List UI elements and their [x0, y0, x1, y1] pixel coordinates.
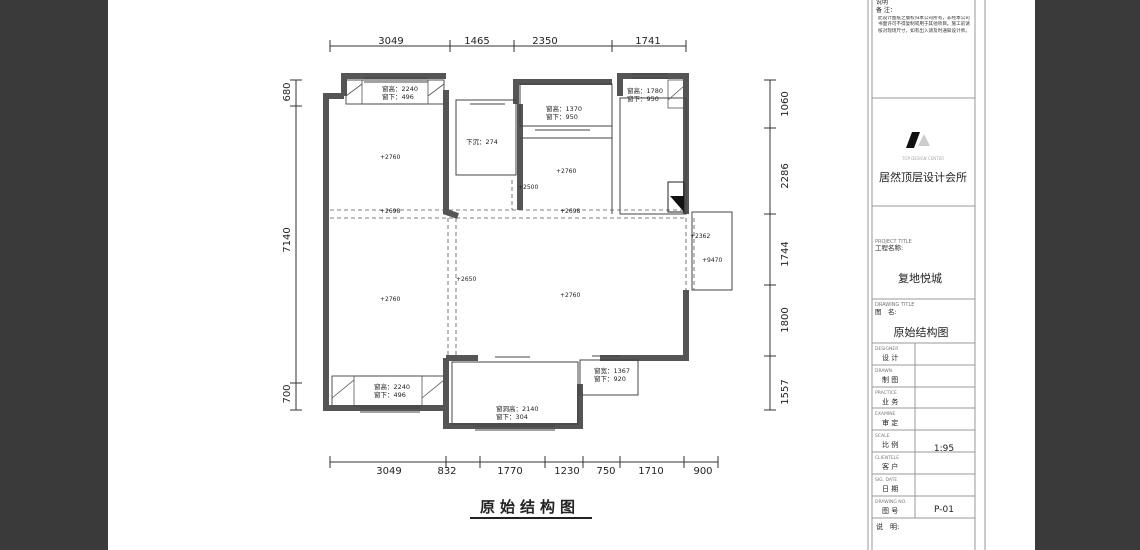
elevation-mark: +2760 [560, 292, 580, 299]
dim-top: 3049 [378, 36, 403, 47]
dim-right: 1800 [780, 307, 791, 332]
dim-right: 1744 [780, 241, 791, 266]
window-label: 窗高：1780 [627, 86, 663, 95]
row-en: SCALE [875, 433, 890, 439]
row-en: DRAWN [875, 368, 892, 374]
row-cn: 图 号 [882, 507, 898, 515]
columns [331, 79, 685, 407]
dim-bottom: 900 [693, 466, 712, 477]
dim-top: 2350 [532, 36, 557, 47]
drawing-sheet [108, 0, 1035, 550]
dimension-top [329, 40, 687, 52]
dim-bottom: 832 [437, 466, 456, 477]
dim-bottom: 750 [596, 466, 615, 477]
row-cn: 制 图 [882, 375, 898, 384]
beam-lines [330, 180, 695, 358]
dim-right: 2286 [780, 163, 791, 188]
dim-left: 680 [282, 82, 293, 101]
row-en: EXAMINE [875, 411, 896, 417]
drawing-name: 原始结构图 [894, 325, 949, 339]
dim-right: 1060 [780, 91, 791, 116]
logo-text: TOP DESIGN CENTER [901, 156, 944, 161]
dim-top: 1741 [635, 36, 660, 47]
bottom-balcony [451, 361, 579, 425]
window-label: 窗下：496 [382, 92, 414, 101]
elevation-mark: +2698 [560, 208, 580, 215]
drawing-title-cn: 图 名: [875, 307, 897, 316]
elevation-mark: +2650 [456, 276, 476, 283]
elevation-mark: +2698 [380, 208, 400, 215]
dimension-right [764, 79, 776, 411]
row-en: DESIGNER [875, 346, 898, 352]
window-label: 窗下：496 [374, 390, 406, 399]
dim-top: 1465 [464, 36, 489, 47]
title-block [867, 0, 986, 550]
dim-left: 700 [282, 384, 293, 403]
project-name: 复地悦城 [898, 271, 942, 285]
window-label: 窗下：920 [594, 374, 626, 383]
window-label: 窗洞高：2140 [496, 404, 539, 413]
dim-bottom: 1770 [497, 466, 522, 477]
window-label: 窗下：950 [546, 112, 578, 121]
dim-left: 7140 [282, 227, 293, 252]
notes-label: 备 注： [876, 6, 896, 14]
sink-label: 下沉：274 [466, 138, 498, 146]
project-title-en: PROJECT TITLE [875, 239, 912, 245]
drawing-caption: 原始结构图 [480, 498, 580, 516]
elevation-mark: +2760 [556, 168, 576, 175]
walls [323, 73, 689, 429]
row-cn: 日 期 [882, 485, 898, 493]
row-en: DRAWING NO. [875, 499, 906, 505]
elevation-mark: +2760 [380, 154, 400, 161]
window-label: 窗高：2240 [374, 382, 410, 391]
bay-right [691, 211, 733, 291]
window-label: 窗下：950 [627, 94, 659, 103]
dimension-bottom [329, 456, 719, 468]
elevation-mark: +2500 [518, 184, 538, 191]
row-en: CLIENTELE [875, 455, 899, 461]
window-label: 窗高：1370 [546, 104, 582, 113]
company-name: 居然顶层设计会所 [879, 170, 967, 184]
row-en: PRACTICE [875, 390, 897, 396]
remarks-label: 说 明: [876, 522, 899, 531]
dim-bottom: 1230 [554, 466, 579, 477]
row-cn: 设 计 [882, 353, 898, 362]
project-title-cn: 工程名称: [875, 243, 903, 252]
elevation-mark: +2760 [380, 296, 400, 303]
notes-header: 说明 [876, 0, 888, 6]
company-logo [906, 132, 920, 148]
window-label: 窗下：304 [496, 412, 528, 421]
dimension-left [290, 79, 302, 411]
scale-value: 1:95 [934, 444, 954, 454]
dim-bottom: 1710 [638, 466, 663, 477]
notes-text: 此设计图纸之版权归本公司所有，非经本公司书面许可不得复制或用于其他项目。施工前请… [878, 16, 970, 34]
row-cn: 业 务 [882, 397, 898, 406]
row-cn: 审 定 [882, 418, 898, 427]
window-label: 窗宽：1367 [594, 366, 630, 375]
drawing-number: P-01 [934, 505, 954, 515]
row-cn: 比 例 [882, 440, 898, 449]
elevation-mark: +9470 [702, 257, 722, 264]
window-label: 窗高：2240 [382, 84, 418, 93]
row-en: SIG. DATE [875, 477, 897, 483]
elevation-mark: +2362 [690, 233, 710, 240]
drawing-title-en: DRAWING TITLE [875, 302, 914, 308]
flue-fill [670, 196, 684, 212]
kitchen [619, 97, 687, 215]
dim-bottom: 3049 [376, 466, 401, 477]
dim-right: 1557 [780, 379, 791, 404]
row-cn: 客 户 [882, 462, 898, 471]
